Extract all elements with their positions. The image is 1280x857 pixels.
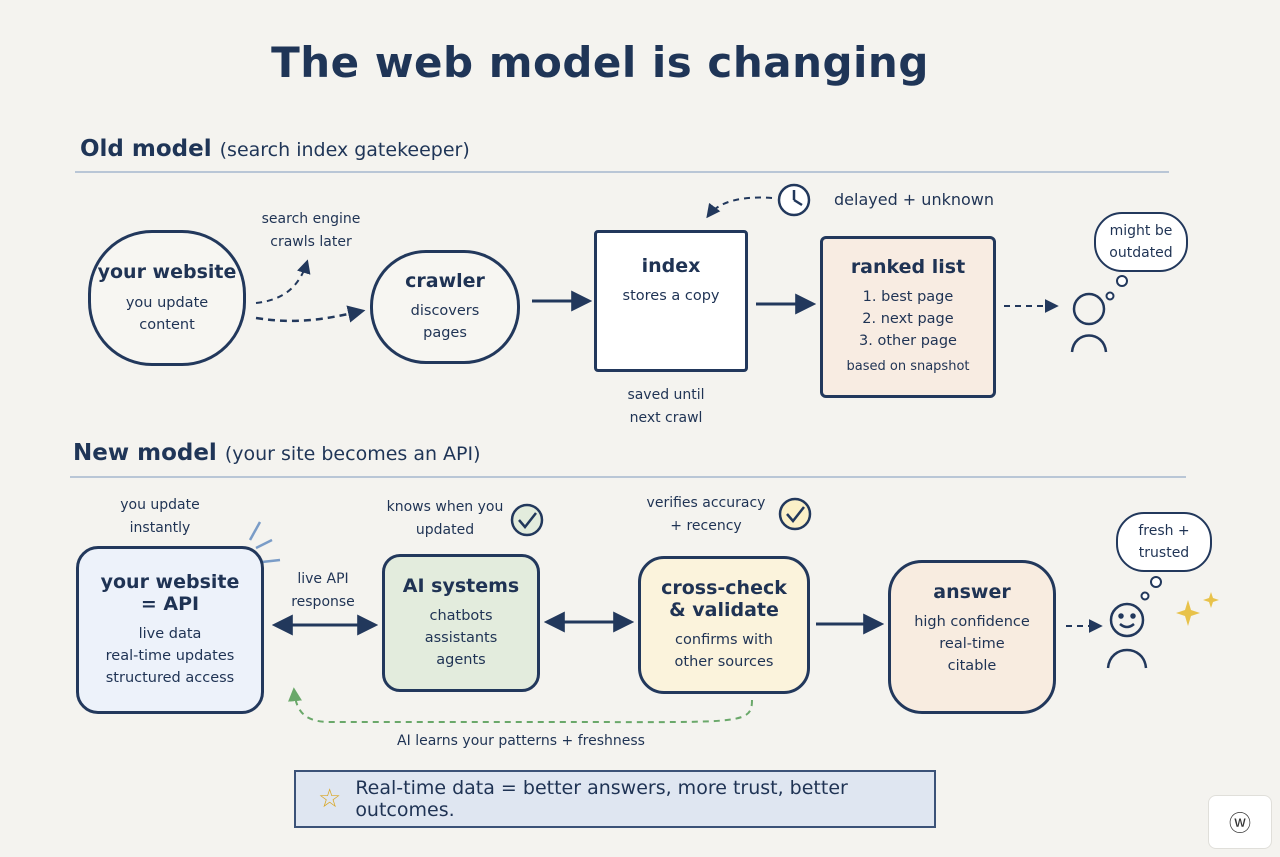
ranked-item: 2. next page xyxy=(862,311,954,327)
person-icon-new xyxy=(1106,602,1148,669)
api-note: live API response xyxy=(291,571,355,610)
update-sparks xyxy=(248,521,281,564)
index-note: saved until next crawl xyxy=(627,387,705,426)
cross-check-title: cross-check xyxy=(661,577,787,599)
ranked-item: 3. other page xyxy=(859,333,957,349)
api-website-line: live data xyxy=(138,626,202,642)
summary-text: Real-time data = better answers, more tr… xyxy=(355,777,848,821)
old-model-heading: Old model (search index gatekeeper) xyxy=(80,136,470,162)
old-model-label: Old model xyxy=(80,136,212,162)
ai-systems-line: assistants xyxy=(424,630,498,646)
thought-cloud-old: might be outdated xyxy=(1094,212,1188,272)
brand-icon[interactable]: ⓦ xyxy=(1208,795,1272,849)
crawler-line: pages xyxy=(423,325,467,341)
answer-line: citable xyxy=(947,658,997,674)
person-icon-old xyxy=(1070,292,1108,353)
ranked-title: ranked list xyxy=(850,256,966,278)
answer-title: answer xyxy=(933,581,1011,603)
index-line: stores a copy xyxy=(622,288,720,304)
arrow-feedback xyxy=(288,687,753,724)
crawler-title: crawler xyxy=(405,270,485,292)
ai-note: knows when you updated xyxy=(386,499,504,538)
update-note: you update instantly xyxy=(120,497,200,536)
new-model-subtitle: (your site becomes an API) xyxy=(224,443,481,465)
arrow-crawl-up xyxy=(255,259,311,304)
cross-check-title-2: & validate xyxy=(669,599,779,621)
cross-check-line: other sources xyxy=(674,654,774,670)
index-node: index stores a copy xyxy=(594,230,748,372)
check-circle-icon-cross xyxy=(778,497,812,531)
ranked-list-node: ranked list 1. best page 2. next page 3.… xyxy=(820,236,996,398)
cross-check-line: confirms with xyxy=(675,632,773,648)
crawler-line: discovers xyxy=(410,303,480,319)
sparkle-icon xyxy=(1176,592,1219,626)
ai-systems-line: chatbots xyxy=(429,608,493,624)
cross-note: verifies accuracy + recency xyxy=(646,495,766,534)
api-website-node: your website = API live data real-time u… xyxy=(76,546,264,714)
api-website-title: your website xyxy=(100,571,240,593)
answer-line: real-time xyxy=(939,636,1005,652)
feedback-note: AI learns your patterns + freshness xyxy=(397,733,645,749)
summary-callout: ☆ Real-time data = better answers, more … xyxy=(294,770,936,828)
arrow-delay xyxy=(706,196,773,219)
new-model-label: New model xyxy=(73,440,217,466)
arrow-website-crawler xyxy=(255,305,366,323)
clock-icon xyxy=(777,183,811,217)
page-title: The web model is changing xyxy=(271,38,929,87)
new-model-divider xyxy=(70,476,1186,478)
thought-cloud-new: fresh + trusted xyxy=(1116,512,1212,572)
star-icon: ☆ xyxy=(318,784,342,814)
api-website-line: structured access xyxy=(105,670,235,686)
answer-node: answer high confidence real-time citable xyxy=(888,560,1056,714)
old-website-title: your website xyxy=(97,261,237,283)
answer-line: high confidence xyxy=(914,614,1030,630)
old-website-line: you update xyxy=(125,295,209,311)
ai-systems-title: AI systems xyxy=(402,575,520,597)
old-model-subtitle: (search index gatekeeper) xyxy=(219,139,470,161)
check-circle-icon-ai xyxy=(510,503,544,537)
delay-note: delayed + unknown xyxy=(834,190,994,209)
crawl-note: search engine crawls later xyxy=(261,211,361,250)
old-website-node: your website you update content xyxy=(88,230,246,366)
ai-systems-line: agents xyxy=(436,652,486,668)
old-website-line: content xyxy=(139,317,195,333)
index-title: index xyxy=(641,255,701,277)
cross-check-node: cross-check & validate confirms with oth… xyxy=(638,556,810,694)
api-website-line: real-time updates xyxy=(105,648,235,664)
old-model-divider xyxy=(75,171,1169,173)
crawler-node: crawler discovers pages xyxy=(370,250,520,364)
ranked-item: 1. best page xyxy=(862,289,954,305)
ai-systems-node: AI systems chatbots assistants agents xyxy=(382,554,540,692)
api-website-title-2: = API xyxy=(140,593,200,615)
new-model-heading: New model (your site becomes an API) xyxy=(73,440,481,466)
ranked-footnote: based on snapshot xyxy=(846,359,970,374)
